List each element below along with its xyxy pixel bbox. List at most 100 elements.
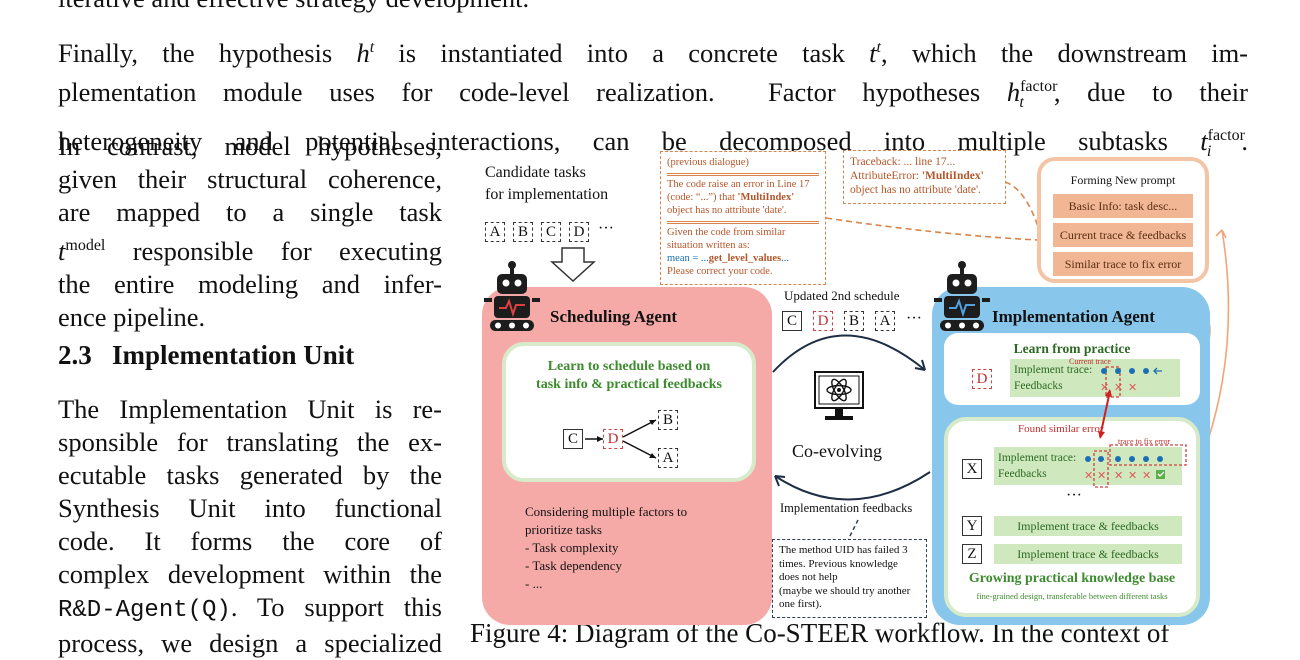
kb-arrowhead xyxy=(1215,229,1227,239)
practice-task-d: D xyxy=(972,369,992,389)
kb-implement-trace-label: Implement trace: xyxy=(998,452,1077,464)
considering-line-1: Considering multiple factors to xyxy=(525,504,688,519)
current-trace-label: Current trace xyxy=(1069,357,1111,366)
paragraph-1: Finally, the hypothesis ht is instantiat… xyxy=(58,31,1248,168)
dialogue-line-5: Given the code from similar xyxy=(667,227,786,238)
schedule-ellipsis: ··· xyxy=(906,310,922,327)
considering-line-3: - Task complexity xyxy=(525,540,619,555)
co-evolving-label: Co-evolving xyxy=(792,441,882,461)
traceback-line-1: Traceback: ... line 17... xyxy=(850,156,956,168)
kb-z-band: Implement trace & feedbacks xyxy=(994,544,1182,564)
kb-ellipsis: ··· xyxy=(1066,487,1082,504)
scheduling-agent-panel: Scheduling Agent Learn to schedule based… xyxy=(482,287,772,625)
traceback-line-3: object has no attribute 'date'. xyxy=(850,184,981,196)
schedule-task-c: C xyxy=(782,311,802,331)
feedback-pointer xyxy=(847,519,859,541)
dialogue-line-7b: get_level_values xyxy=(708,253,782,264)
traceback-line-2a: AttributeError: xyxy=(850,170,922,182)
prompt-item-basic-info: Basic Info: task desc... xyxy=(1053,194,1193,218)
knowledge-base-box: Found similar error X Implement trace: F… xyxy=(944,417,1200,617)
scheduling-learn-line-1: Learn to schedule based on xyxy=(547,359,711,374)
p2-line-6: ence pipeline. xyxy=(58,301,206,332)
section-title: Implementation Unit xyxy=(112,340,355,370)
p3-line-5: code. It forms the core of xyxy=(58,526,442,556)
svg-text:✕: ✕ xyxy=(1097,470,1106,482)
p3-line-3: ecutable tasks generated by the xyxy=(58,460,442,490)
p3-line-8: process, we design a specialized xyxy=(58,628,442,658)
p3-line-1: The Implementation Unit is re- xyxy=(58,394,442,424)
svg-text:✕: ✕ xyxy=(1128,470,1137,482)
scheduling-learn-text: Learn to schedule based on task info & p… xyxy=(506,358,752,394)
svg-text:✕: ✕ xyxy=(1100,382,1109,394)
dialogue-line-4: object has no attribute 'date'. xyxy=(667,205,787,216)
considering-line-2: prioritize tasks xyxy=(525,522,602,537)
candidate-task-b: B xyxy=(513,222,533,242)
dialogue-line-2: The code raise an error in Line 17 xyxy=(667,179,810,190)
graph-node-a: A xyxy=(658,448,678,468)
p3-line-2: sponsible for translating the ex- xyxy=(58,427,442,457)
p3-line-7: R&D-Agent(Q). To support this xyxy=(58,592,442,624)
traceback-line-2b: 'MultiIndex' xyxy=(921,170,984,182)
coevolve-arrowhead-bottom xyxy=(774,475,786,487)
kb-trace-marks: ✕ ✕ ✕ ✕ ✕ xyxy=(1084,444,1187,488)
p2-line-4: tmodel responsible for executing xyxy=(58,235,442,266)
traceback-note: Traceback: ... line 17... AttributeError… xyxy=(843,150,1006,204)
practice-implement-trace-label: Implement trace: xyxy=(1014,364,1093,376)
considering-text: Considering multiple factors to prioriti… xyxy=(525,503,687,593)
dialogue-note: (previous dialogue) The code raise an er… xyxy=(660,151,826,285)
svg-text:✕: ✕ xyxy=(1114,470,1123,482)
svg-text:✕: ✕ xyxy=(1084,470,1093,482)
p1-line-1: Finally, the hypothesis ht is instantiat… xyxy=(58,37,1249,68)
current-trace-band xyxy=(1010,359,1180,397)
schedule-task-a: A xyxy=(875,311,895,331)
prompt-item-similar-trace: Similar trace to fix error xyxy=(1053,252,1193,276)
p2-line-2: given their structural coherence, xyxy=(58,164,442,194)
learn-from-practice-title: Learn from practice xyxy=(1013,341,1131,356)
p3-line-4: Synthesis Unit into functional xyxy=(58,493,442,523)
implementation-feedbacks-label: Implementation feedbacks xyxy=(780,501,913,515)
feedback-note-line-5: one first). xyxy=(779,598,822,610)
coevolve-arc-bottom xyxy=(774,471,931,501)
kb-subtitle: fine-grained design, transferable betwee… xyxy=(976,591,1168,601)
found-similar-label: Found similar error xyxy=(1018,423,1104,435)
dialogue-line-3b: 'MultiIndex' xyxy=(737,192,795,203)
kb-connector xyxy=(1207,229,1230,441)
p2-line-5: the entire modeling and infer- xyxy=(58,268,442,299)
updated-schedule-label: Updated 2nd schedule xyxy=(784,288,900,303)
robot-icon xyxy=(484,261,540,331)
section-number: 2.3 xyxy=(58,340,92,370)
prompt-title: Forming New prompt xyxy=(1070,173,1176,187)
learn-from-practice-box: Learn from practice D Current trace Impl… xyxy=(944,333,1200,405)
feedback-note-line-2: times. Previous knowledge xyxy=(779,557,898,570)
candidate-title: Candidate tasks for implementation xyxy=(485,162,608,206)
schedule-task-d: D xyxy=(813,311,833,331)
dialogue-line-6: situation written as: xyxy=(667,240,750,251)
dialogue-line-8: Please correct your code. xyxy=(667,266,773,277)
trace-to-fix-label: trace to fix error xyxy=(1118,437,1171,446)
dialogue-line-3: (code: “...”) that 'MultiIndex' xyxy=(667,191,819,204)
paragraph-3: The Implementation Unit is re- sponsible… xyxy=(58,393,442,660)
candidate-task-a: A xyxy=(485,222,505,242)
prompt-panel: Forming New prompt Basic Info: task desc… xyxy=(1037,157,1209,283)
down-arrow-icon xyxy=(550,247,596,283)
candidate-ellipsis: ··· xyxy=(598,220,614,237)
dialogue-connector xyxy=(825,217,1039,241)
dialogue-line-7a: mean = ... xyxy=(667,253,709,264)
schedule-task-b: B xyxy=(844,311,864,331)
graph-node-d: D xyxy=(603,429,623,449)
kb-y-band: Implement trace & feedbacks xyxy=(994,516,1182,536)
kb-title: Growing practical knowledge base xyxy=(968,571,1176,586)
feedback-note-line-1: The method UID has failed 3 xyxy=(779,544,908,556)
feedback-note-line-3: does not help xyxy=(779,571,838,583)
considering-line-5: - ... xyxy=(525,576,543,591)
graph-node-c: C xyxy=(563,429,583,449)
svg-text:✕: ✕ xyxy=(1142,470,1151,482)
scheduling-agent-title: Scheduling Agent xyxy=(550,307,678,326)
considering-line-4: - Task dependency xyxy=(525,558,623,573)
implementation-agent-title: Implementation Agent xyxy=(992,307,1155,326)
similar-link-arrow xyxy=(1098,389,1112,439)
paragraph-2: In contrast, model hypotheses, given the… xyxy=(58,130,442,334)
p1-line-2: plementation module uses for code-level … xyxy=(58,76,1248,111)
svg-text:✕: ✕ xyxy=(1128,382,1137,394)
scheduling-learn-line-2: task info & practical feedbacks xyxy=(536,377,722,392)
